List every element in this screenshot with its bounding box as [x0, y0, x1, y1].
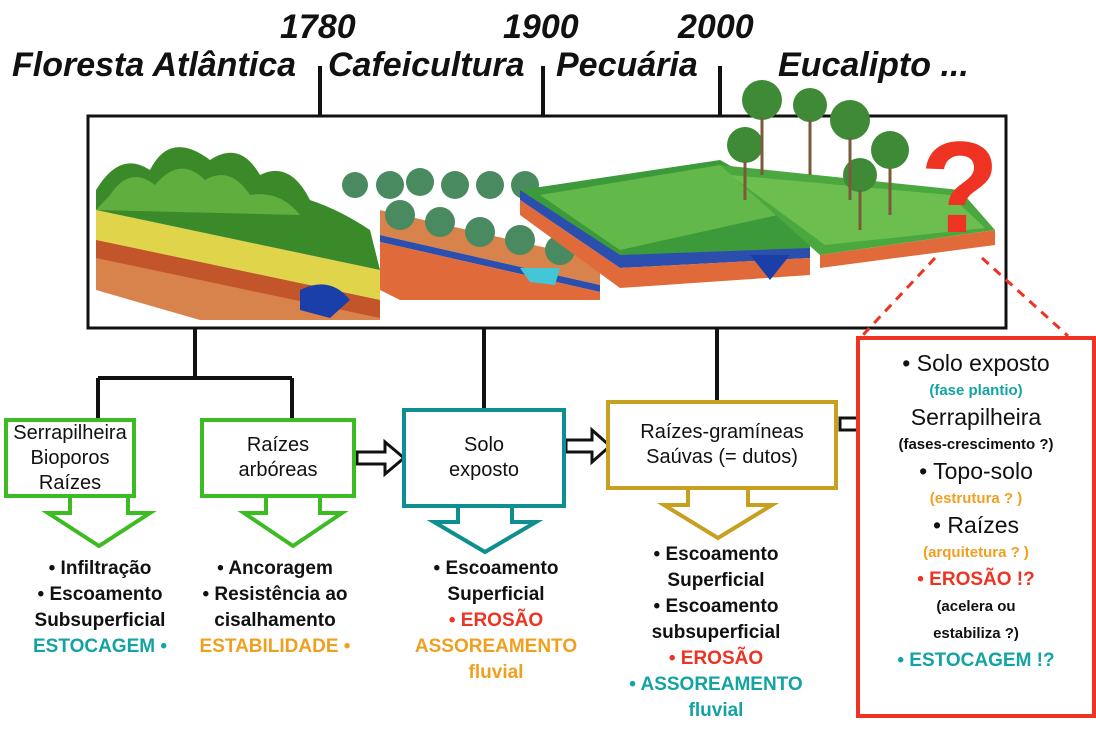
coffee-block: [342, 168, 600, 300]
effect-infiltracao: • Infiltração: [48, 558, 152, 579]
box-solo-exposto-line-1: Solo: [463, 434, 505, 456]
forest-block: [96, 147, 380, 320]
effect-estabilidade: ESTABILIDADE •: [199, 636, 351, 657]
eucalipto-fase-plantio: (fase plantio): [929, 382, 1023, 399]
period-cafeicultura: Cafeicultura: [328, 46, 525, 84]
box-raizes-gramineas-line-2: Saúvas (= dutos): [646, 446, 798, 468]
effect-superficial: Superficial: [447, 584, 545, 605]
pasture-block: [520, 160, 810, 288]
year-2000: 2000: [678, 8, 754, 46]
effect-subsuperficial-2: subsuperficial: [651, 622, 781, 643]
eucalipto-estrutura: (estrutura ? ): [929, 490, 1023, 507]
year-1780: 1780: [280, 8, 356, 46]
box-serrapilheira-line-3: Raízes: [38, 471, 102, 494]
effect-escoamento: • Escoamento: [37, 584, 163, 605]
effects-col4: • Escoamento Superficial • Escoamento su…: [596, 542, 836, 724]
eucalipto-acelera-ou: (acelera ou: [936, 598, 1016, 615]
box-serrapilheira-line-1: Serrapilheira: [13, 421, 127, 444]
effect-assoreamento-2: • ASSOREAMENTO: [629, 674, 803, 695]
effect-fluvial-2: fluvial: [688, 700, 744, 721]
effect-erosao: • EROSÃO: [448, 610, 544, 631]
question-mark: ?: [920, 114, 1000, 260]
box-raizes-gramineas: Raízes-gramíneas Saúvas (= dutos): [606, 400, 838, 490]
box-raizes-arboreas-line-2: arbóreas: [238, 459, 318, 481]
period-floresta-atlantica: Floresta Atlântica: [12, 46, 297, 84]
eucalipto-estocagem: • ESTOCAGEM !?: [897, 650, 1055, 671]
effect-ancoragem: • Ancoragem: [217, 558, 333, 579]
eucalipto-box: • Solo exposto (fase plantio) Serrapilhe…: [856, 336, 1096, 718]
eucalipto-topo-solo: • Topo-solo: [919, 458, 1033, 484]
effect-escoamento-superficial: • Escoamento: [433, 558, 559, 579]
effect-cisalhamento: cisalhamento: [214, 610, 336, 631]
eucalyptus-block: [720, 80, 995, 268]
eucalipto-serrapilheira: Serrapilheira: [910, 404, 1042, 430]
effect-superficial-2: Superficial: [667, 570, 765, 591]
eucalipto-arquitetura: (arquitetura ? ): [923, 544, 1029, 561]
period-pecuaria: Pecuária: [556, 46, 698, 84]
effects-col3: • Escoamento Superficial • EROSÃO ASSORE…: [380, 556, 612, 686]
box-raizes-gramineas-line-1: Raízes-gramíneas: [640, 421, 804, 443]
box-serrapilheira: Serrapilheira Bioporos Raízes: [4, 418, 136, 498]
effect-escoamento-2: • Escoamento: [653, 596, 779, 617]
effects-col2: • Ancoragem • Resistência ao cisalhament…: [180, 556, 370, 660]
box-raizes-arboreas: Raízes arbóreas: [200, 418, 356, 498]
eucalipto-erosao: • EROSÃO !?: [917, 569, 1035, 590]
eucalipto-raizes: • Raízes: [932, 512, 1020, 538]
eucalipto-fases-crescimento: (fases-crescimento ?): [898, 436, 1054, 453]
effect-erosao-2: • EROSÃO: [668, 648, 764, 669]
effect-resistencia: • Resistência ao: [202, 584, 348, 605]
eucalipto-estabiliza: estabiliza ?): [933, 625, 1019, 642]
effect-fluvial: fluvial: [468, 662, 524, 683]
box-serrapilheira-line-2: Bioporos: [30, 446, 110, 469]
period-eucalipto: Eucalipto ...: [778, 46, 969, 84]
effect-escoamento-1: • Escoamento: [653, 544, 779, 565]
box-solo-exposto-line-2: exposto: [448, 459, 520, 481]
effect-subsuperficial: Subsuperficial: [34, 610, 166, 631]
effects-col1: • Infiltração • Escoamento Subsuperficia…: [0, 556, 200, 660]
eucalipto-solo-exposto: • Solo exposto: [902, 350, 1050, 376]
year-1900: 1900: [503, 8, 579, 46]
effect-estocagem: ESTOCAGEM •: [32, 636, 168, 657]
box-raizes-arboreas-line-1: Raízes: [246, 434, 310, 456]
effect-assoreamento: ASSOREAMENTO: [414, 636, 578, 657]
box-solo-exposto: Solo exposto: [402, 408, 566, 508]
